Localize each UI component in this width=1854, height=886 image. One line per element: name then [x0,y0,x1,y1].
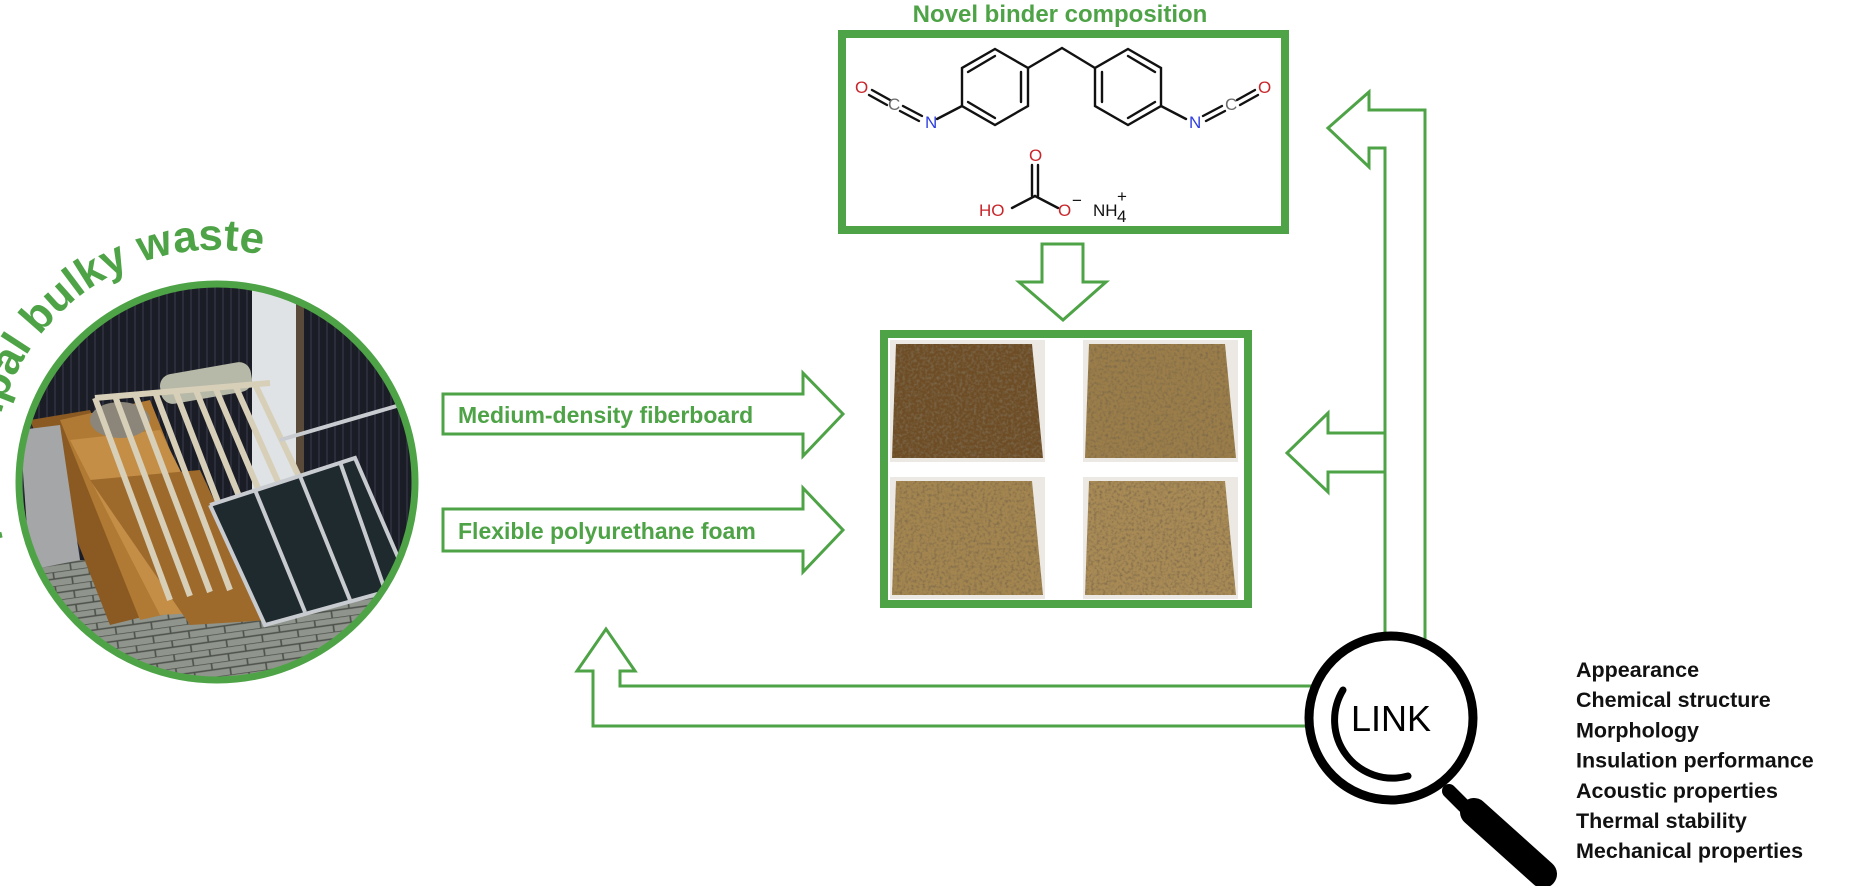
charge-minus: − [1072,191,1082,210]
feedback-arrows-right [1284,88,1427,642]
property-item: Mechanical properties [1576,839,1803,863]
feedback-arrow-to-waste [574,626,1322,728]
binder-box [838,30,1289,234]
feedback-arrow-to-binder [1325,88,1427,642]
input-arrow-mdf: Medium-density fiberboard [441,369,846,460]
ammonium-bicarbonate-structure: O HO O − NH 4 + [979,146,1127,226]
property-item: Thermal stability [1576,809,1747,833]
magnifier-icon: LINK [1304,631,1557,886]
sample-board [1085,344,1236,458]
sample-board [1085,481,1236,595]
atom-o-right: O [1258,78,1271,97]
property-item: Acoustic properties [1576,779,1778,803]
charge-plus: + [1117,187,1127,206]
property-item: Morphology [1576,718,1699,742]
input-arrow-foam: Flexible polyurethane foam [441,484,846,576]
property-item: Chemical structure [1576,688,1771,712]
input-label-mdf: Medium-density fiberboard [458,402,753,428]
binder-section: Novel binder composition N C O [838,1,1289,234]
property-item: Insulation performance [1576,749,1814,773]
binder-title: Novel binder composition [913,1,1208,28]
waste-circle-frame [15,280,419,684]
atom-o-minus: O [1058,201,1071,220]
waste-section: Municipal bulky waste [0,211,419,684]
binder-down-arrow [1014,242,1110,322]
atom-ho: HO [979,201,1005,220]
property-item: Appearance [1576,658,1699,682]
atom-n-left: N [925,113,937,132]
mdi-structure: N C O N C O [855,46,1271,132]
sample-board [892,344,1043,458]
sample-board [892,481,1043,595]
atom-c-left: C [888,95,900,114]
atom-nh: NH [1093,201,1118,220]
atom-o-left: O [855,78,868,97]
feedback-arrow-to-samples [1284,409,1387,640]
samples-section [880,330,1252,608]
atom-o-top: O [1029,146,1042,165]
link-label: LINK [1351,698,1431,739]
subscript-4: 4 [1117,207,1126,226]
atom-n-right: N [1189,113,1201,132]
input-label-foam: Flexible polyurethane foam [458,518,756,544]
atom-c-right: C [1225,95,1237,114]
